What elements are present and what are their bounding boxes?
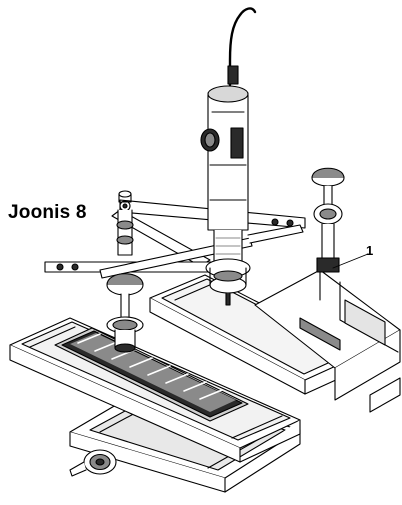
tracer-handle-right xyxy=(311,167,345,273)
tracer-handle-left xyxy=(106,273,144,353)
callout-leader-1 xyxy=(332,253,369,269)
callout-label-1: 1 xyxy=(366,243,374,258)
letter-template xyxy=(54,327,249,422)
motor-spindle xyxy=(200,7,304,306)
back-rail xyxy=(149,274,361,395)
right-base xyxy=(254,269,401,413)
adjustment-knob xyxy=(69,449,117,477)
left-pivot-column xyxy=(116,190,134,256)
figure-title: Joonis 8 xyxy=(8,202,87,223)
